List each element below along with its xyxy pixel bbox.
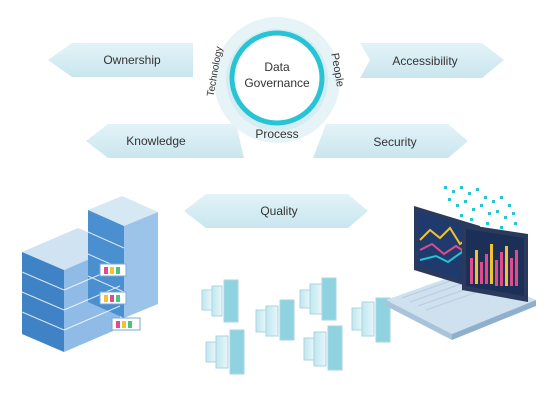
ring-label-process: Process xyxy=(255,127,299,141)
hub-title-line2: Governance xyxy=(244,76,310,90)
knowledge-label: Knowledge xyxy=(126,134,186,148)
server-rack-icon xyxy=(21,196,158,352)
bar-blocks-icon xyxy=(201,277,391,375)
accessibility-label: Accessibility xyxy=(392,54,458,68)
quality-label: Quality xyxy=(260,204,298,218)
laptop-analytics-icon xyxy=(386,186,536,340)
accessibility-arrow xyxy=(360,43,504,78)
ownership-label: Ownership xyxy=(103,53,161,67)
security-arrow xyxy=(313,124,468,158)
hub-title: Data Governance xyxy=(237,59,317,91)
hub-circle xyxy=(229,30,325,126)
quality-arrow xyxy=(184,194,368,228)
hub-title-line1: Data xyxy=(264,60,290,74)
security-label: Security xyxy=(373,135,417,149)
knowledge-arrow xyxy=(86,124,244,158)
ownership-arrow xyxy=(48,43,193,77)
